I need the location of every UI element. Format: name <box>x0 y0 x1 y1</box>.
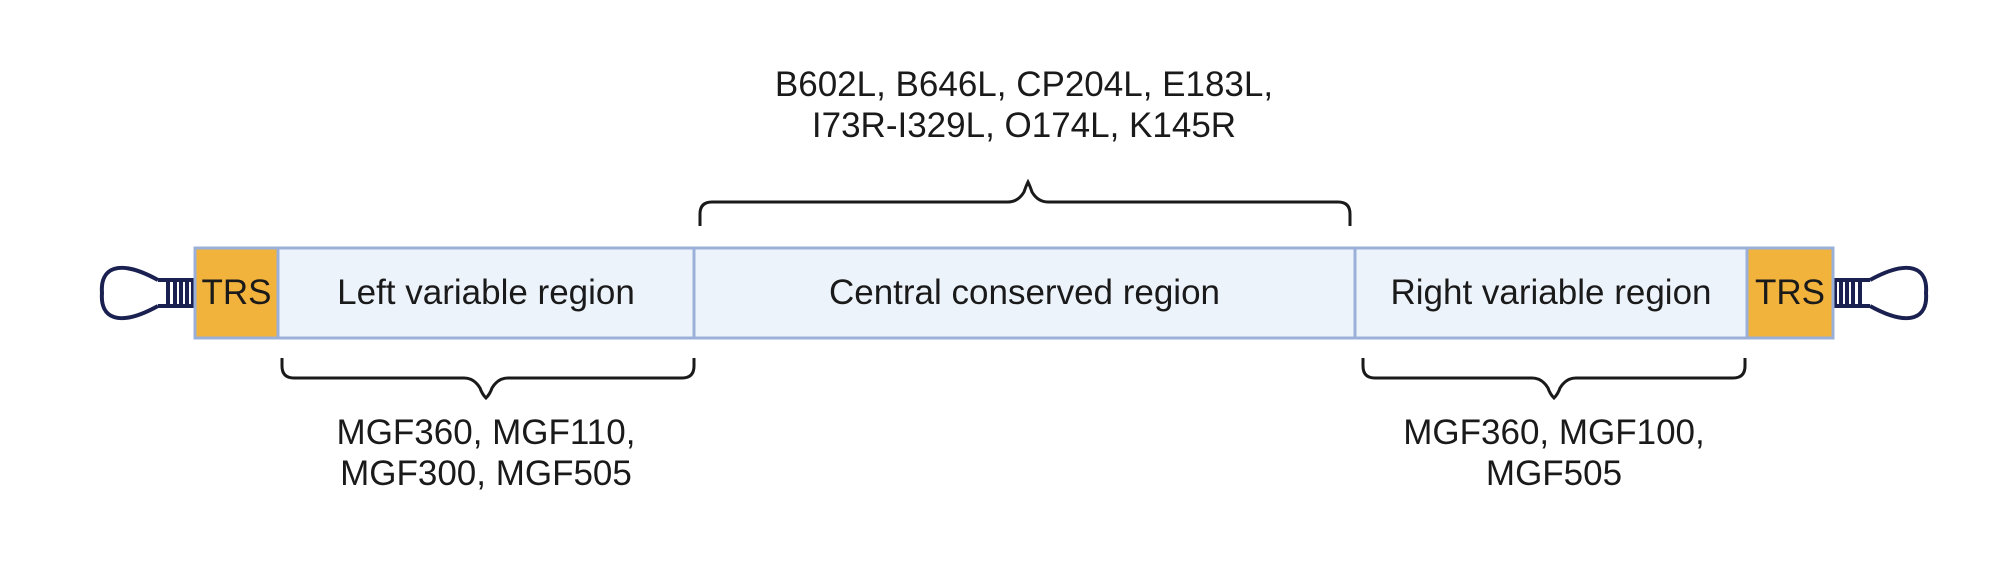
right-genes-line-1: MGF360, MGF100, <box>1403 413 1705 452</box>
central-conserved-box <box>692 246 1357 340</box>
genome-bar <box>193 246 1835 340</box>
trs-right-box <box>1745 246 1835 340</box>
trs-right-label: TRS <box>1755 273 1825 312</box>
left-variable-box <box>276 246 696 340</box>
left-genes-line-2: MGF300, MGF505 <box>340 454 632 493</box>
left-genes-label: MGF360, MGF110, MGF300, MGF505 <box>286 412 686 494</box>
central-genes-line-2: I73R-I329L, O174L, K145R <box>811 106 1237 145</box>
left-genes-line-1: MGF360, MGF110, <box>336 413 636 452</box>
left-brace <box>280 358 696 401</box>
right-genes-label: MGF360, MGF100, MGF505 <box>1354 412 1754 494</box>
central-genes-label: B602L, B646L, CP204L, E183L, I73R-I329L,… <box>674 64 1374 146</box>
central-brace <box>698 178 1352 226</box>
trs-left-box <box>193 246 280 340</box>
right-brace <box>1361 358 1747 401</box>
right-variable-region-label: Right variable region <box>1390 273 1712 312</box>
right-hairpin <box>1833 265 1929 321</box>
trs-left-label: TRS <box>201 273 272 312</box>
right-genes-line-2: MGF505 <box>1485 454 1623 493</box>
left-hairpin <box>99 265 195 321</box>
central-conserved-region-label: Central conserved region <box>828 273 1221 312</box>
central-genes-line-1: B602L, B646L, CP204L, E183L, <box>774 65 1274 104</box>
left-variable-region-label: Left variable region <box>337 273 635 312</box>
